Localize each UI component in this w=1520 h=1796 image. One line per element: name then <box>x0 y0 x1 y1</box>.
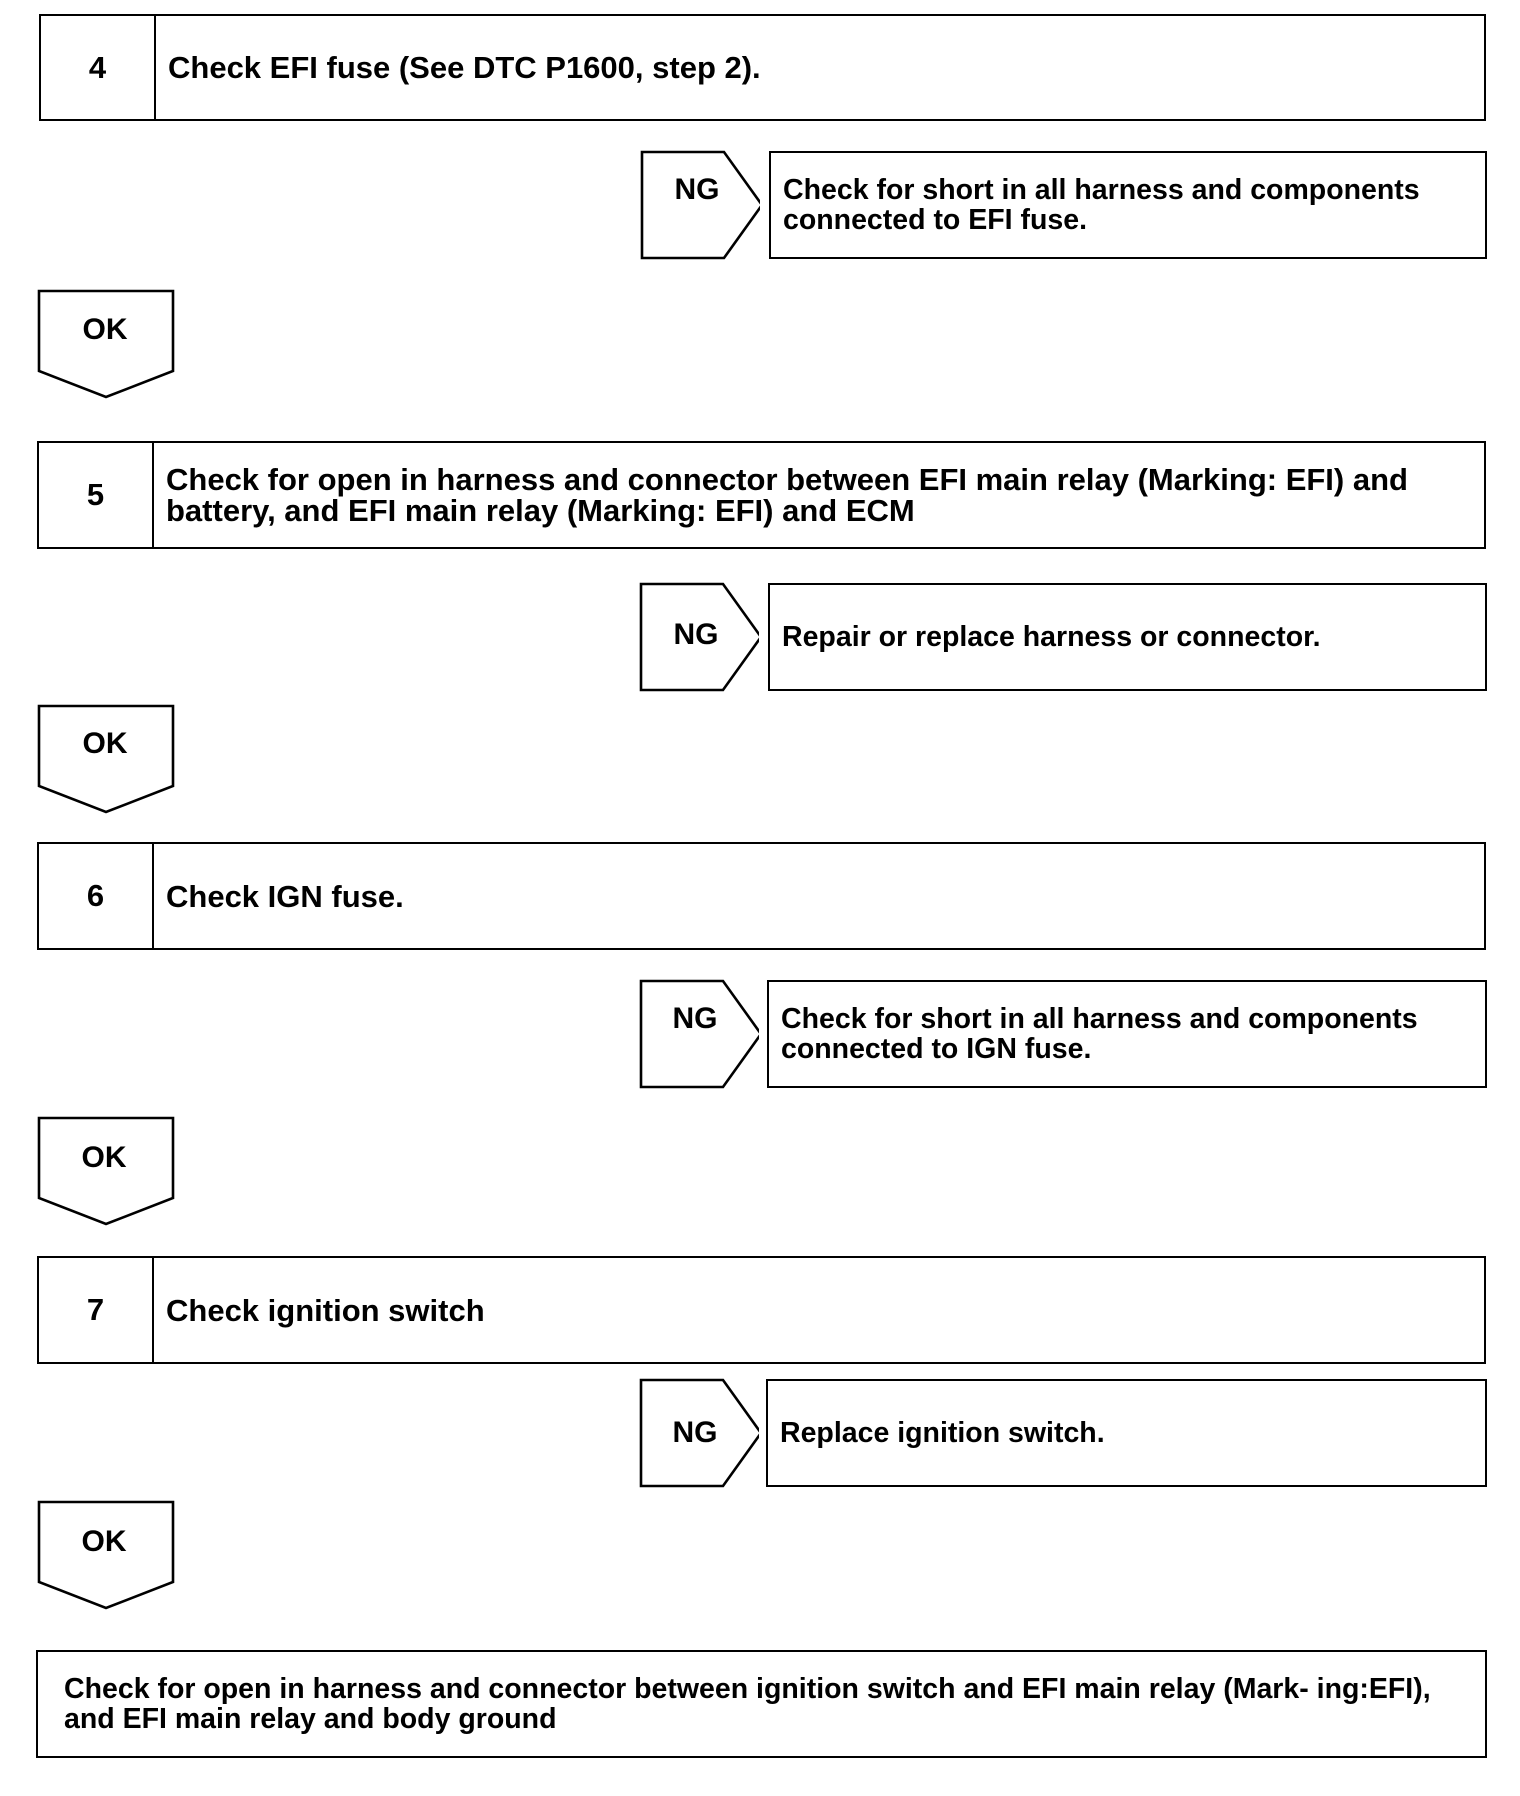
step-4-box: 4 Check EFI fuse (See DTC P1600, step 2)… <box>39 14 1486 121</box>
ok-label: OK <box>81 1525 127 1558</box>
step-number: 7 <box>39 1258 154 1362</box>
step-7-box: 7 Check ignition switch <box>37 1256 1486 1364</box>
ng-label: NG <box>674 173 720 206</box>
ok-label: OK <box>82 313 128 346</box>
step-5-box: 5 Check for open in harness and connecto… <box>37 441 1486 549</box>
step-6-box: 6 Check IGN fuse. <box>37 842 1486 950</box>
ng-label: NG <box>672 1416 718 1449</box>
ok-arrow-shape <box>37 289 175 399</box>
ok-label: OK <box>81 1141 127 1174</box>
ng-action-box: Check for short in all harness and compo… <box>769 151 1487 259</box>
ng-arrow-shape <box>639 1378 759 1488</box>
ng-label: NG <box>672 1002 718 1035</box>
ng-action-box: Repair or replace harness or connector. <box>768 583 1487 691</box>
ok-arrow-shape <box>37 1500 175 1610</box>
ok-arrow-shape <box>37 704 175 814</box>
final-action-box: Check for open in harness and connector … <box>36 1650 1487 1758</box>
ng-label: NG <box>673 618 719 651</box>
step-instruction: Check for open in harness and connector … <box>166 462 1408 528</box>
ng-arrow-shape <box>640 150 760 260</box>
ng-action-box: Replace ignition switch. <box>766 1379 1487 1487</box>
step-instruction: Check IGN fuse. <box>166 878 404 914</box>
step-number: 6 <box>39 844 154 948</box>
ok-arrow-shape <box>37 1116 175 1226</box>
ng-arrow-shape <box>639 582 759 692</box>
ng-arrow-shape <box>639 979 759 1089</box>
ng-action-box: Check for short in all harness and compo… <box>767 980 1487 1088</box>
step-number: 5 <box>39 443 154 547</box>
ok-label: OK <box>82 727 128 760</box>
step-number: 4 <box>41 16 156 119</box>
step-instruction: Check EFI fuse (See DTC P1600, step 2). <box>168 50 761 85</box>
step-instruction: Check ignition switch <box>166 1292 485 1328</box>
